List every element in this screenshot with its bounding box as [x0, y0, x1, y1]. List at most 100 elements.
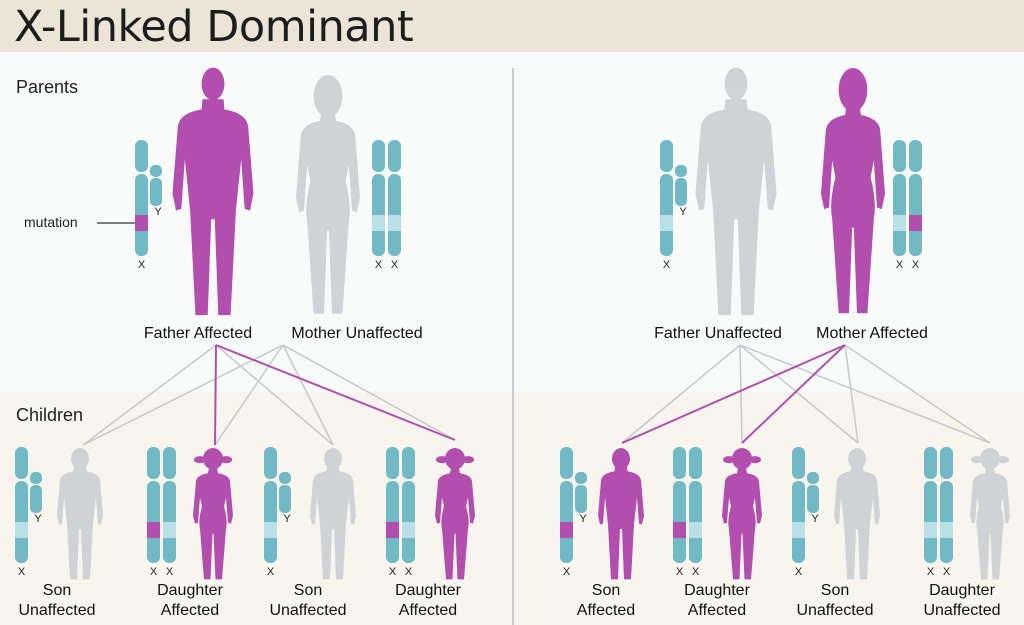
inheritance-line	[739, 344, 743, 444]
chromosome-label-x: X	[675, 566, 684, 578]
chromosome-label-x: X	[388, 566, 397, 578]
inheritance-line-affected	[621, 344, 846, 444]
chromosome-label-x: X	[374, 259, 383, 271]
chromosome-label-x: X	[137, 259, 146, 271]
mother-figure	[821, 68, 885, 314]
title-bar: X-Linked Dominant	[0, 0, 1024, 52]
chromosome-label-x: X	[165, 566, 174, 578]
daughter-figure	[435, 448, 475, 580]
chromosome-x	[909, 140, 922, 256]
chromosome-x	[924, 447, 937, 563]
chromosome-x	[893, 140, 906, 256]
son-figure	[598, 448, 644, 580]
chromosome-y	[150, 165, 162, 206]
child-label-status: Affected	[398, 602, 458, 619]
page-title: X-Linked Dominant	[14, 2, 414, 52]
mutation-band	[147, 522, 160, 538]
inheritance-line	[214, 344, 284, 446]
gene-band	[15, 522, 28, 538]
chromosome-label-x: X	[926, 566, 935, 578]
chromosome-label-y: Y	[283, 513, 291, 525]
gene-band	[264, 522, 277, 538]
chromosome-label-x: X	[17, 566, 26, 578]
son-figure	[310, 448, 356, 580]
child-label-status: Affected	[160, 602, 220, 619]
mother-label: Mother Unaffected	[291, 325, 423, 342]
child-label-status: Unaffected	[796, 602, 874, 619]
chromosome-label-y: Y	[34, 513, 42, 525]
chromosome-label-x: X	[942, 566, 951, 578]
inheritance-line	[844, 344, 991, 444]
father-label: Father Unaffected	[654, 325, 782, 342]
child-label-relation: Daughter	[395, 582, 461, 599]
inheritance-line	[82, 344, 284, 446]
chromosome-x	[660, 140, 673, 256]
inheritance-line	[621, 344, 741, 444]
son-figure	[57, 448, 103, 580]
mutation-band	[386, 522, 399, 538]
chromosome-x	[386, 447, 399, 563]
chromosome-label-x: X	[149, 566, 158, 578]
chromosome-x	[792, 447, 805, 563]
chromosome-label-x: X	[390, 259, 399, 271]
inheritance-line-affected	[214, 344, 217, 446]
gene-band	[893, 215, 906, 231]
daughter-figure	[970, 448, 1010, 580]
gene-band	[388, 215, 401, 231]
chromosome-x	[673, 447, 686, 563]
inheritance-line	[739, 344, 991, 444]
chromosome-x	[15, 447, 28, 563]
gene-band	[940, 522, 953, 538]
chromosome-x	[135, 140, 148, 256]
children-heading: Children	[16, 405, 84, 425]
mutation-band	[560, 522, 573, 538]
gene-band	[792, 522, 805, 538]
child-label-relation: Daughter	[684, 582, 750, 599]
chromosome-y	[675, 165, 687, 206]
chromosome-y	[279, 472, 291, 513]
father-figure	[695, 67, 777, 316]
chromosome-label-y: Y	[811, 513, 819, 525]
child-label-relation: Daughter	[929, 582, 995, 599]
chromosome-label-x: X	[662, 259, 671, 271]
gene-band	[402, 522, 415, 538]
chromosome-label-x: X	[404, 566, 413, 578]
chromosome-x	[940, 447, 953, 563]
chromosome-label-x: X	[562, 566, 571, 578]
chromosome-x	[264, 447, 277, 563]
chromosome-label-x: X	[691, 566, 700, 578]
inheritance-line	[739, 344, 859, 444]
inheritance-line-affected	[215, 344, 456, 441]
child-label-relation: Son	[820, 582, 850, 599]
child-label-status: Affected	[576, 602, 636, 619]
mutation-band	[909, 215, 922, 231]
son-figure	[834, 448, 880, 580]
chromosome-y	[807, 472, 819, 513]
mother-label: Mother Affected	[816, 325, 928, 342]
parents-heading: Parents	[16, 77, 79, 97]
inheritance-line	[215, 344, 334, 446]
chromosome-y	[30, 472, 42, 513]
child-label-relation: Son	[42, 582, 72, 599]
child-label-relation: Daughter	[157, 582, 223, 599]
gene-band	[372, 215, 385, 231]
child-label-status: Affected	[687, 602, 747, 619]
chromosome-x	[560, 447, 573, 563]
child-label-relation: Son	[293, 582, 323, 599]
inheritance-line	[844, 344, 859, 444]
child-label-status: Unaffected	[923, 602, 1001, 619]
chromosome-label-y: Y	[579, 513, 587, 525]
child-label-status: Unaffected	[269, 602, 347, 619]
daughter-figure	[193, 448, 233, 580]
chromosome-y	[575, 472, 587, 513]
father-label: Father Affected	[143, 325, 253, 342]
chromosome-label-x: X	[794, 566, 803, 578]
chromosome-x	[402, 447, 415, 563]
mutation-label: mutation	[24, 214, 78, 230]
inheritance-line-affected	[741, 344, 846, 444]
mutation-band	[135, 215, 148, 231]
child-label-status: Unaffected	[18, 602, 96, 619]
chromosome-label-x: X	[266, 566, 275, 578]
mutation-band	[673, 522, 686, 538]
